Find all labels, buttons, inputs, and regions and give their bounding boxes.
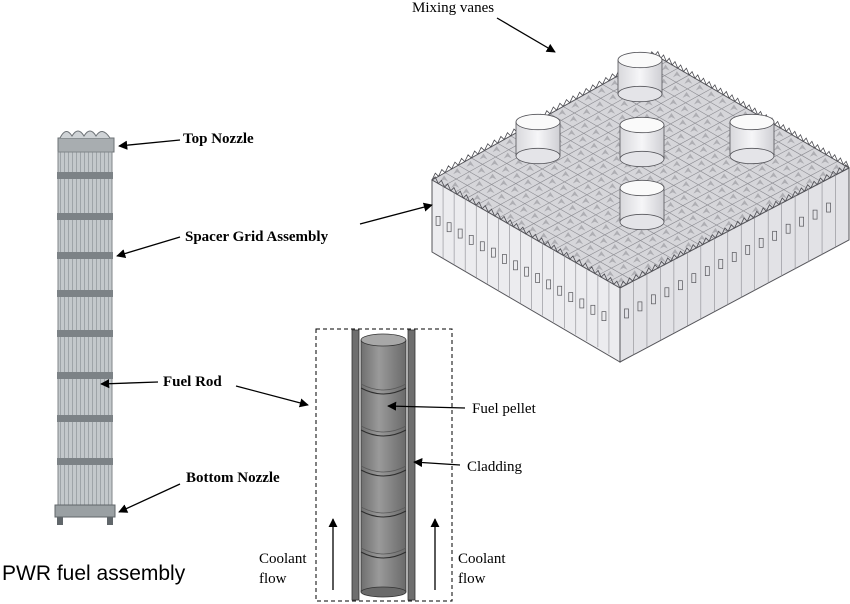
label-spacer-grid-assembly: Spacer Grid Assembly [185,230,328,245]
caption-pwr-fuel-assembly: PWR fuel assembly [2,563,185,584]
arrow-bottom-nozzle [119,484,180,512]
rod-bundle [58,152,112,507]
label-coolant-left-2: flow [259,572,287,587]
label-coolant-right-1: Coolant [458,552,506,567]
arrow-fuel-rod-right [236,386,308,405]
arrow-top-nozzle [119,140,180,146]
label-coolant-left-1: Coolant [259,552,307,567]
spacer-grid [432,52,849,362]
label-cladding: Cladding [467,460,522,475]
label-fuel-pellet: Fuel pellet [472,402,536,417]
label-bottom-nozzle: Bottom Nozzle [186,471,280,486]
fuel-rod-detail [316,329,465,601]
cladding-wall-right [408,330,415,600]
label-mixing-vanes: Mixing vanes [412,1,494,16]
label-coolant-right-2: flow [458,572,486,587]
cladding-wall-left [352,330,359,600]
label-top-nozzle: Top Nozzle [183,132,254,147]
arrow-spacer-grid-right [360,205,432,224]
bottom-nozzle [55,505,115,525]
fuel-assembly [55,131,115,525]
label-fuel-rod: Fuel Rod [163,375,222,390]
arrow-mixing-vanes [497,18,555,52]
top-nozzle [58,131,114,152]
arrow-spacer-grid-left [117,237,180,256]
arrow-cladding [414,462,460,465]
